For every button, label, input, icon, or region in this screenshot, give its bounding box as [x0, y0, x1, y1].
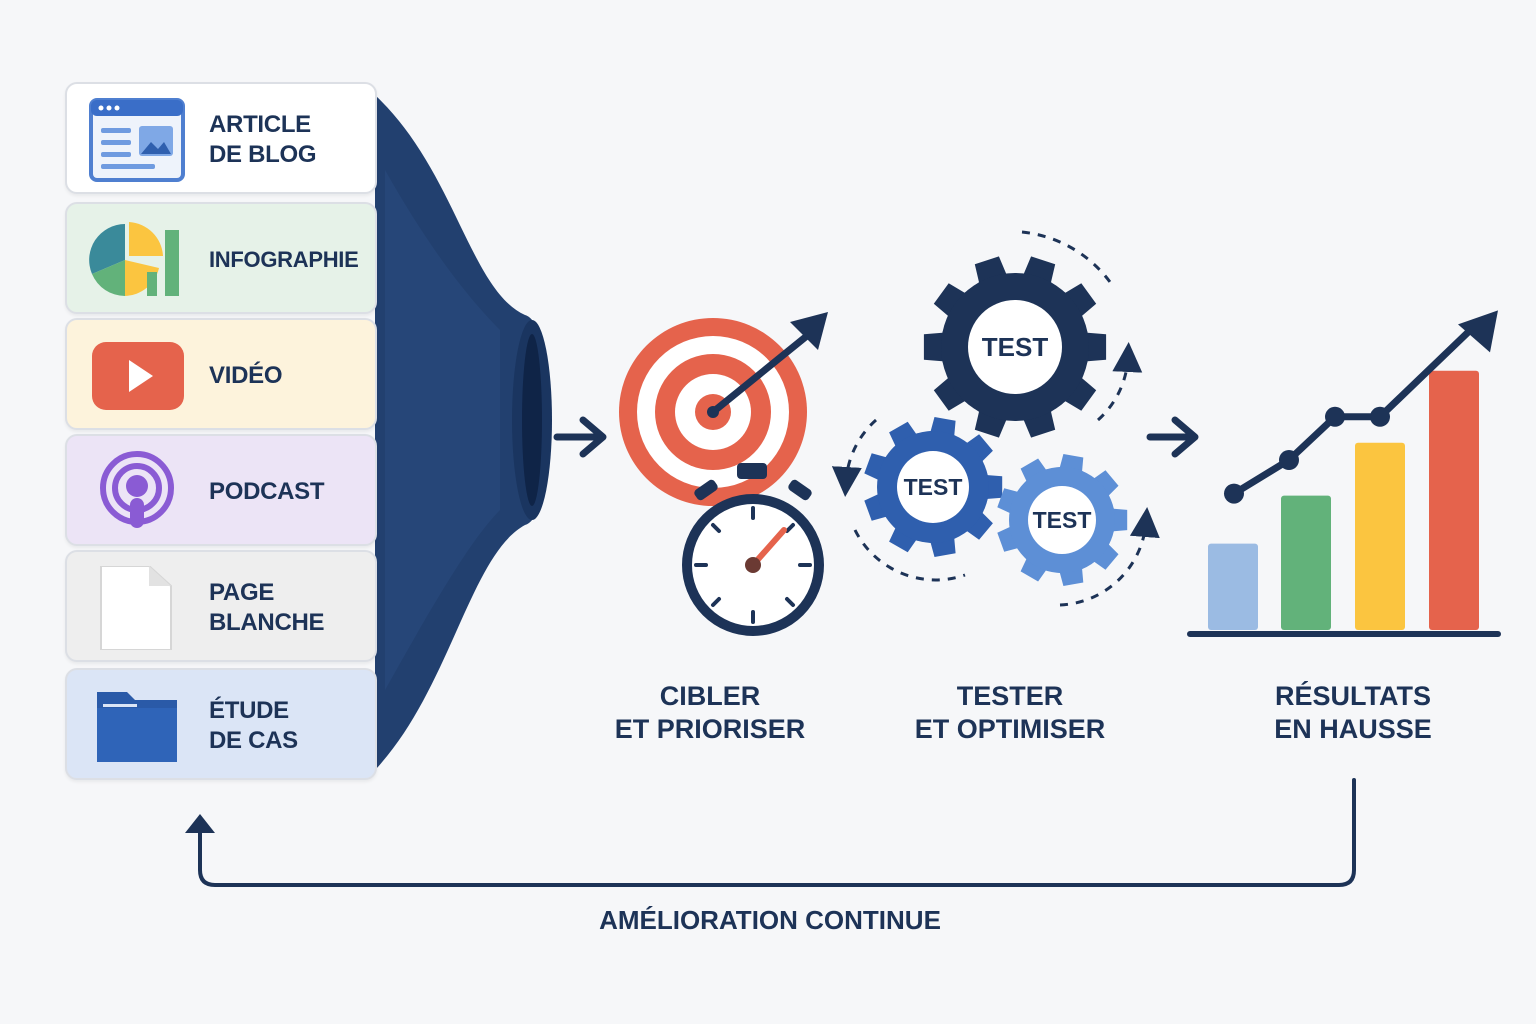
funnel-icon [375, 95, 552, 770]
source-label-podcast: PODCAST [209, 478, 325, 505]
play-button-icon [87, 334, 187, 418]
source-card-infographic: INFOGRAPHIE [65, 202, 377, 314]
feedback-loop-arrow [185, 778, 1356, 887]
folder-icon [87, 684, 187, 768]
gear-label: TEST [982, 332, 1049, 362]
result-bar [1208, 543, 1258, 630]
gear-label: TEST [904, 474, 963, 500]
step-label-test: TESTER ET OPTIMISER [914, 681, 1106, 744]
source-label-blog: ARTICLE DE BLOG [209, 111, 317, 168]
step-label-results: RÉSULTATS EN HAUSSE [1274, 681, 1432, 744]
target-icon [619, 312, 828, 506]
arrow-icon [1146, 416, 1199, 458]
trend-point [1325, 406, 1345, 427]
result-bar [1355, 442, 1405, 630]
source-card-whitepaper: PAGE BLANCHE [65, 550, 377, 662]
source-label-casestudy: ÉTUDE DE CAS [209, 697, 298, 754]
browser-article-icon [87, 98, 187, 182]
source-label-whitepaper: PAGE BLANCHE [209, 579, 325, 636]
loop-label: AMÉLIORATION CONTINUE [599, 905, 941, 935]
pie-bar-chart-icon [87, 218, 187, 302]
stopwatch-icon [682, 463, 824, 636]
step-label-target: CIBLER ET PRIORISER [614, 681, 806, 744]
rising-chart-icon [1187, 310, 1501, 637]
trend-point [1224, 483, 1244, 504]
trend-arrowhead [1458, 310, 1498, 353]
source-card-video: VIDÉO [65, 318, 377, 430]
source-card-casestudy: ÉTUDE DE CAS [65, 668, 377, 780]
result-bar [1281, 495, 1331, 630]
source-label-infographic: INFOGRAPHIE [209, 247, 359, 272]
trend-point [1279, 450, 1299, 470]
trend-point [1370, 406, 1390, 427]
arrow-icon [553, 416, 607, 458]
source-card-podcast: PODCAST [65, 434, 377, 546]
blank-page-icon [87, 565, 187, 651]
result-bar [1429, 370, 1479, 630]
podcast-icon [87, 450, 187, 534]
gears-icon: TEST TEST TEST [831, 230, 1160, 607]
gear-label: TEST [1033, 507, 1092, 533]
source-card-blog: ARTICLE DE BLOG [65, 82, 377, 194]
source-label-video: VIDÉO [209, 362, 283, 389]
